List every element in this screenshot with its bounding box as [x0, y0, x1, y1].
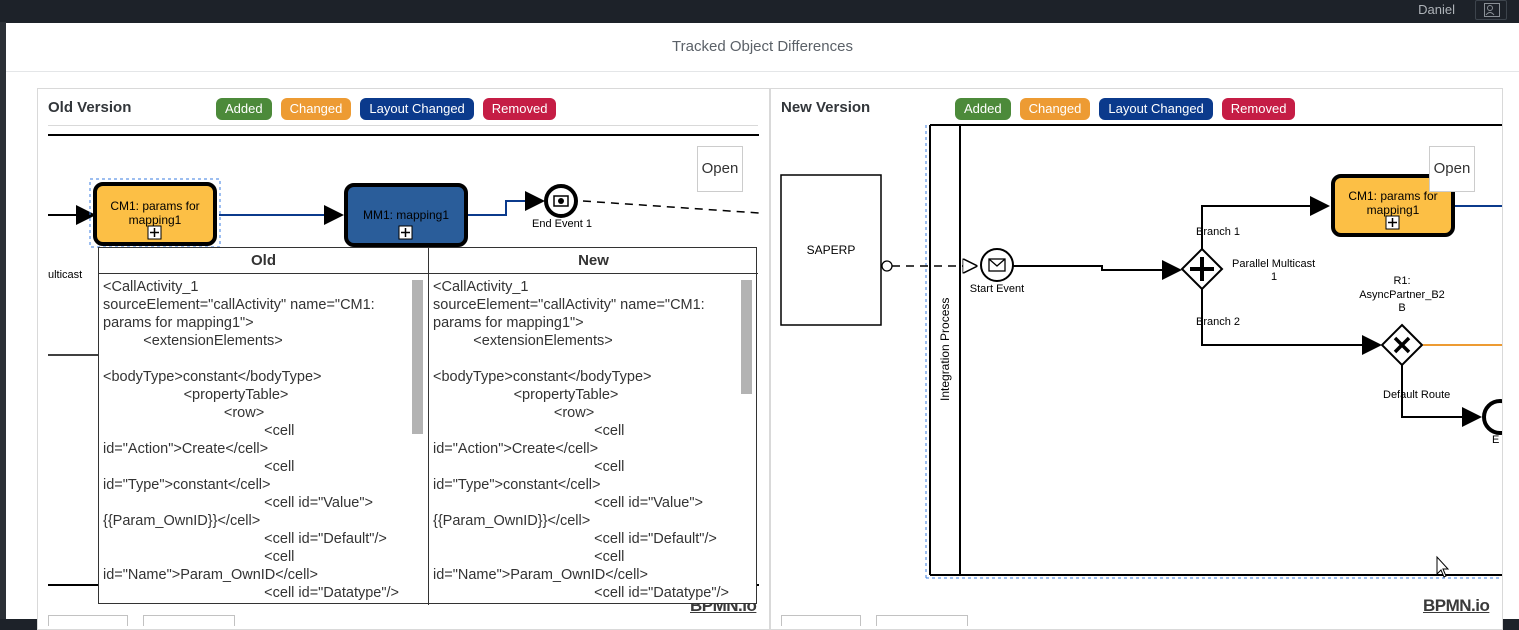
legend-added: Added — [955, 98, 1011, 120]
new-footer-button-2[interactable] — [876, 615, 968, 626]
message-flow — [582, 200, 760, 214]
sequence-flow-2 — [468, 191, 545, 216]
legend-changed: Changed — [1019, 98, 1091, 120]
start-event[interactable] — [980, 248, 1014, 282]
shell-header: Daniel — [0, 0, 1519, 22]
new-scrollbar-thumb[interactable] — [741, 280, 752, 394]
user-name[interactable]: Daniel — [1418, 2, 1455, 17]
diff-old-text-area[interactable]: <CallActivity_1 sourceElement="callActiv… — [99, 274, 411, 603]
plus-icon — [1388, 218, 1397, 227]
saperp-participant[interactable] — [780, 174, 882, 326]
diff-comparison-popup: Old New <CallActivity_1 sourceElement="c… — [98, 247, 758, 605]
diff-new-header: New — [429, 248, 758, 274]
new-open-button[interactable]: Open — [1429, 146, 1475, 192]
old-mapping-label: MM1: mapping1 — [363, 208, 449, 222]
branch1-label: Branch 1 — [1196, 226, 1240, 238]
legend-added: Added — [216, 98, 272, 120]
user-icon — [1484, 3, 1500, 17]
envelope-icon — [988, 258, 1006, 272]
message-end-icon — [553, 195, 569, 207]
integration-process-label: Integration Process — [938, 298, 952, 401]
legend-removed: Removed — [1221, 98, 1296, 120]
old-call-activity-box[interactable] — [93, 182, 217, 246]
new-bpmn-io-logo[interactable]: BPMN.io — [1423, 596, 1490, 615]
branch1-flow — [1201, 196, 1330, 249]
old-call-activity-label-2: mapping1 — [129, 213, 182, 227]
plus-icon — [401, 228, 410, 237]
new-call-activity-label-1: CM1: params for — [1348, 189, 1437, 203]
router-label-2: AsyncPartner_B2 — [1359, 289, 1445, 301]
start-event-label: Start Event — [970, 283, 1024, 295]
selection-outline — [89, 178, 221, 248]
new-footer-button-1[interactable] — [781, 615, 861, 626]
new-version-panel: New Version Added Changed Layout Changed… — [770, 88, 1503, 630]
old-bpmn-diagram[interactable]: CM1: params for mapping1 MM1: mapping1 E… — [38, 89, 769, 629]
plus-icon — [150, 228, 159, 237]
end-icon-dot — [558, 198, 564, 204]
sequence-flow-start — [1013, 260, 1182, 280]
legend-layout-changed: Layout Changed — [360, 98, 474, 120]
parallel-plus-icon — [1190, 257, 1214, 281]
default-route-label: Default Route — [1383, 389, 1450, 401]
diff-old-header: Old — [99, 248, 428, 274]
old-open-button[interactable]: Open — [697, 146, 743, 192]
default-route-flow — [1401, 365, 1482, 427]
router-label-3: B — [1398, 302, 1405, 314]
old-footer-button-2[interactable] — [143, 615, 235, 626]
old-call-activity-label-1: CM1: params for — [110, 199, 199, 213]
diff-old-text: <CallActivity_1 sourceElement="callActiv… — [103, 279, 399, 601]
message-flow-start — [881, 260, 893, 272]
parallel-multicast-label-1: Parallel Multicast — [1232, 258, 1315, 270]
diff-new-text: <CallActivity_1 sourceElement="callActiv… — [433, 279, 729, 601]
new-legend: Added Changed Layout Changed Removed — [955, 98, 1296, 120]
old-legend: Added Changed Layout Changed Removed — [216, 98, 557, 120]
old-scrollbar-thumb[interactable] — [412, 280, 423, 434]
new-bpmn-diagram[interactable]: SAPERP Integration Process Start Event P… — [771, 89, 1502, 629]
old-mapping-box[interactable] — [344, 183, 468, 247]
envelope-flap — [988, 258, 1006, 267]
partial-end-event[interactable] — [1482, 399, 1502, 435]
old-end-event-label: End Event 1 — [532, 218, 592, 230]
old-footer-button-1[interactable] — [48, 615, 128, 626]
legend-removed: Removed — [482, 98, 557, 120]
saperp-label: SAPERP — [807, 243, 856, 257]
partial-end-label: E — [1492, 434, 1499, 446]
exclusive-x-icon — [1393, 336, 1411, 354]
old-partial-label: ulticast — [48, 269, 82, 281]
router-label-1: R1: — [1393, 275, 1410, 287]
user-profile-button[interactable] — [1475, 0, 1507, 20]
legend-layout-changed: Layout Changed — [1099, 98, 1213, 120]
mouse-cursor-icon — [1436, 555, 1450, 578]
column-divider — [428, 248, 429, 605]
new-call-activity-box[interactable] — [1331, 174, 1455, 237]
diff-new-text-area[interactable]: <CallActivity_1 sourceElement="callActiv… — [429, 274, 739, 603]
parallel-multicast-label-2: 1 — [1271, 271, 1277, 283]
legend-changed: Changed — [280, 98, 352, 120]
old-version-heading: Old Version — [48, 99, 132, 116]
dialog-title: Tracked Object Differences — [6, 23, 1519, 72]
new-call-activity-label-2: mapping1 — [1367, 203, 1420, 217]
background-app-strip — [0, 22, 6, 619]
heading-divider — [48, 125, 758, 126]
branch2-flow — [1201, 289, 1382, 355]
branch2-label: Branch 2 — [1196, 316, 1240, 328]
tracked-differences-dialog: Tracked Object Differences Old Version A… — [6, 23, 1519, 630]
new-version-heading: New Version — [781, 99, 871, 116]
